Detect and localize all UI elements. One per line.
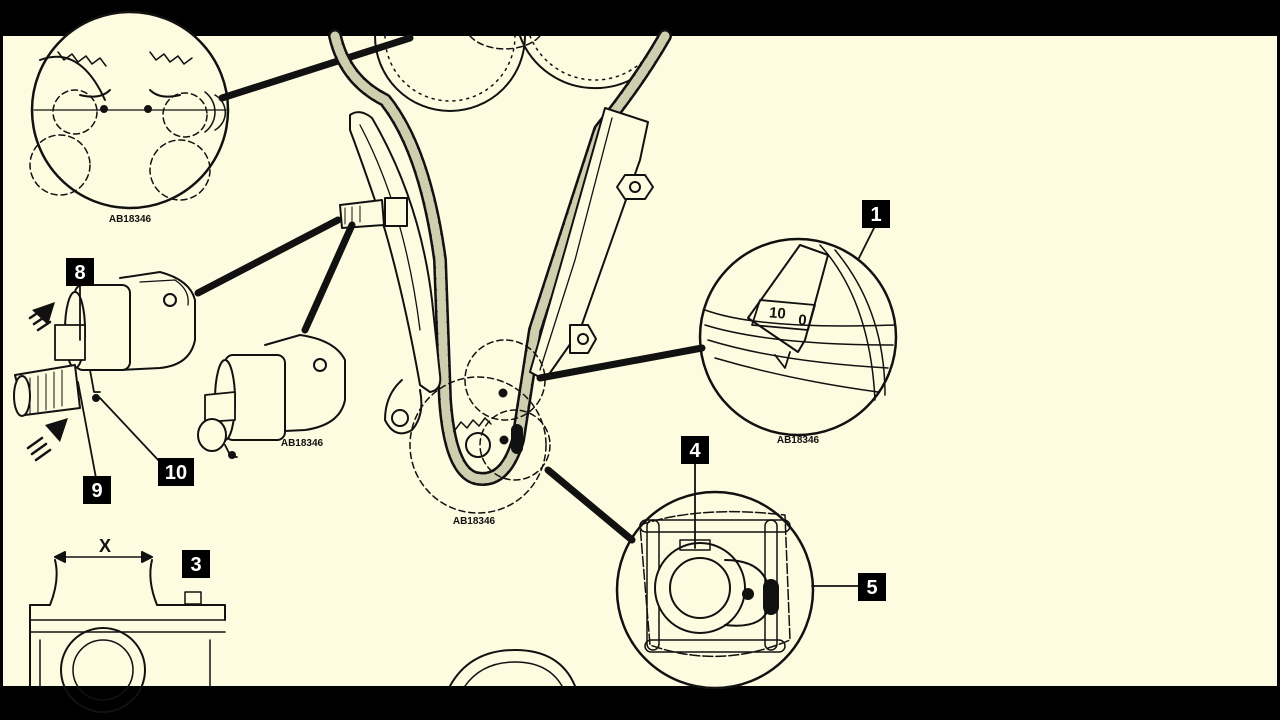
cam-alignment-detail	[29, 10, 230, 210]
leader-plug-to-tensioner	[194, 216, 342, 297]
crank-sprocket-detail	[615, 490, 815, 690]
callout-5: 5	[858, 573, 886, 601]
bottom-letterbox	[0, 686, 1280, 720]
callout-9: 9	[83, 476, 111, 504]
leader-mark-detail	[536, 344, 706, 382]
ref-code-top-left: AB18346	[109, 214, 152, 225]
timing-mark-text-0: 0	[797, 312, 807, 330]
callout-8: 8	[66, 258, 94, 286]
chain-tensioner-exploded	[13, 271, 196, 417]
tensioner-plug	[339, 197, 408, 229]
callout-1-label: 1	[870, 204, 881, 226]
leader-sprocket-detail	[544, 466, 636, 544]
callout-5-label: 5	[866, 577, 877, 599]
leader-detail-top	[218, 34, 414, 102]
callout-1: 1	[862, 200, 890, 228]
timing-mark-text-10: 10	[768, 304, 786, 322]
crankshaft-sprocket	[409, 339, 551, 514]
ref-code-crank: AB18346	[453, 516, 496, 527]
ref-code-mark-detail: AB18346	[777, 435, 820, 446]
leader-plug-to-assembled	[301, 221, 356, 334]
callout-8-label: 8	[74, 262, 85, 284]
caliper-measurement	[29, 551, 226, 713]
callout-4-label: 4	[689, 440, 701, 462]
chain-tensioner-assembled	[197, 334, 346, 459]
direction-arrows	[26, 302, 68, 462]
dimension-x-label: X	[99, 536, 111, 556]
callout-4: 4	[681, 436, 709, 464]
callout-10-label: 10	[165, 462, 187, 484]
callout-3-label: 3	[190, 554, 201, 576]
fixed-guide-rail	[529, 107, 654, 381]
bottom-pulley	[449, 649, 576, 687]
callout-9-label: 9	[91, 480, 102, 502]
leader-callout-1	[857, 225, 876, 261]
timing-mark-detail	[698, 237, 898, 437]
leader-callout-9	[77, 381, 97, 479]
ref-code-tensioner: AB18346	[281, 438, 324, 449]
top-letterbox	[0, 0, 1280, 36]
callout-3: 3	[182, 550, 210, 578]
callout-10: 10	[158, 458, 194, 486]
tensioner-guide-rail	[349, 111, 442, 435]
leader-callout-10	[99, 397, 161, 463]
